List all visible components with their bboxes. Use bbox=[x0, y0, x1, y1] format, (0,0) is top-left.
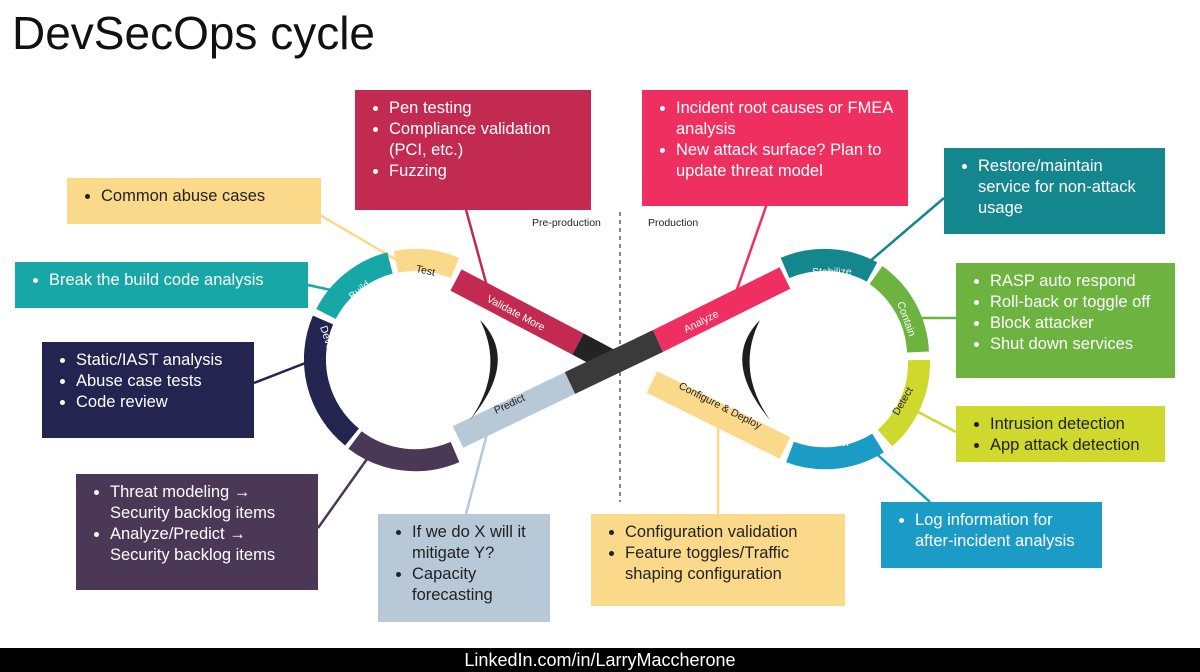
box-item: Break the build code analysis bbox=[49, 270, 298, 291]
box-pen-testing: Pen testingCompliance validation (PCI, e… bbox=[355, 90, 591, 210]
segment-test-ring bbox=[393, 249, 460, 279]
box-item: Capacity forecasting bbox=[412, 564, 540, 606]
box-item: Fuzzing bbox=[389, 161, 581, 182]
segment-contain-ring bbox=[869, 266, 929, 353]
box-item: Feature toggles/Traffic shaping configur… bbox=[625, 543, 835, 585]
connector-abuse bbox=[319, 213, 406, 267]
box-incident-root: Incident root causes or FMEA analysisNew… bbox=[642, 90, 908, 206]
connector-static bbox=[253, 360, 309, 385]
box-item: Configuration validation bbox=[625, 522, 835, 543]
crossing bbox=[450, 267, 791, 459]
box-what-if: If we do X will it mitigate Y?Capacity f… bbox=[378, 514, 550, 622]
box-common-abuse: Common abuse cases bbox=[67, 178, 321, 224]
segment-detect-ring bbox=[877, 359, 931, 447]
box-item: Restore/maintain service for non-attack … bbox=[978, 156, 1155, 219]
segment-predict-band bbox=[452, 372, 576, 448]
box-break-build: Break the build code analysis bbox=[15, 262, 308, 308]
right-inner-crescent bbox=[742, 320, 770, 420]
box-intrusion: Intrusion detectionApp attack detection bbox=[956, 406, 1165, 462]
connector-incident bbox=[733, 194, 772, 296]
right-loop bbox=[780, 248, 931, 470]
segment-stabilize-label: Stabilize bbox=[812, 266, 852, 278]
box-threat-modeling: Threat modeling → Security backlog items… bbox=[76, 474, 318, 590]
segment-monitor-label: Monitor bbox=[815, 437, 851, 449]
connector-restore bbox=[861, 197, 945, 269]
segment-stabilize-ring bbox=[780, 248, 878, 282]
box-item: Pen testing bbox=[389, 98, 581, 119]
box-item: Abuse case tests bbox=[76, 371, 244, 392]
connector-whatif bbox=[464, 429, 490, 515]
box-item: Threat modeling → Security backlog items bbox=[110, 482, 308, 524]
box-item: Analyze/Predict → Security backlog items bbox=[110, 524, 308, 566]
segment-configure-band bbox=[646, 371, 791, 459]
connector-threat bbox=[316, 451, 374, 529]
footer-linkedin[interactable]: LinkedIn.com/in/LarryMaccherone bbox=[0, 648, 1200, 672]
segment-plan-ring bbox=[348, 431, 460, 472]
box-item: New attack surface? Plan to update threa… bbox=[676, 140, 898, 182]
box-static-analysis: Static/IAST analysisAbuse case testsCode… bbox=[42, 342, 254, 438]
box-item: Compliance validation (PCI, etc.) bbox=[389, 119, 581, 161]
phase-label-production: Production bbox=[648, 217, 699, 229]
box-configuration: Configuration validationFeature toggles/… bbox=[591, 514, 845, 606]
phase-label-preproduction: Pre-production bbox=[532, 217, 601, 229]
box-item: Static/IAST analysis bbox=[76, 350, 244, 371]
box-item: Common abuse cases bbox=[101, 186, 311, 207]
devsecops-infinity-diagram: Test Build Develop Code / Tests Plan Val… bbox=[253, 194, 957, 529]
box-item: Incident root causes or FMEA analysis bbox=[676, 98, 898, 140]
connector-lines bbox=[253, 194, 957, 529]
left-loop bbox=[303, 249, 460, 472]
box-item: If we do X will it mitigate Y? bbox=[412, 522, 540, 564]
connector-log bbox=[869, 447, 931, 503]
segment-plan-label: Plan bbox=[394, 437, 415, 449]
box-item: Log information for after-incident analy… bbox=[915, 510, 1092, 552]
box-item: RASP auto respond bbox=[990, 271, 1165, 292]
box-item: Roll-back or toggle off bbox=[990, 292, 1165, 313]
box-restore-service: Restore/maintain service for non-attack … bbox=[944, 148, 1165, 234]
box-item: Shut down services bbox=[990, 334, 1165, 355]
segment-develop-ring bbox=[303, 315, 360, 446]
box-rasp: RASP auto respondRoll-back or toggle off… bbox=[956, 263, 1175, 378]
page-title: DevSecOps cycle bbox=[12, 7, 376, 59]
segment-validate-band bbox=[450, 269, 584, 355]
segment-cross-dark-2 bbox=[564, 330, 664, 394]
box-log-info: Log information for after-incident analy… bbox=[881, 502, 1102, 568]
box-item: Intrusion detection bbox=[990, 414, 1155, 435]
box-item: Code review bbox=[76, 392, 244, 413]
box-item: App attack detection bbox=[990, 435, 1155, 456]
connector-pen bbox=[460, 194, 490, 291]
segment-monitor-ring bbox=[786, 433, 884, 470]
segment-test-label: Test bbox=[415, 263, 436, 279]
left-inner-crescent bbox=[470, 320, 498, 420]
box-item: Block attacker bbox=[990, 313, 1165, 334]
segment-analyze-band bbox=[652, 267, 791, 352]
segment-build-ring bbox=[316, 252, 394, 320]
